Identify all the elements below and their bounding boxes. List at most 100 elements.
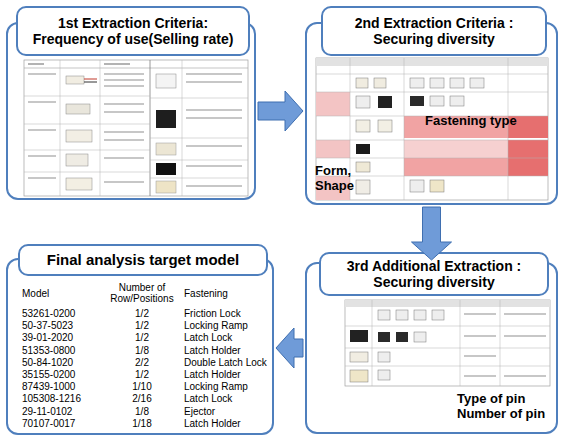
thumbnail-table: [460, 300, 461, 386]
thumbnail-table: [316, 74, 548, 75]
connector-thumbnail: [504, 375, 546, 377]
connector-thumbnail: [414, 310, 426, 320]
table-cell: 1/2: [102, 320, 182, 331]
panel-annotation: Type of pin Number of pin: [457, 392, 561, 422]
table-cell: Latch Holder: [184, 345, 274, 356]
connector-thumbnail: [350, 310, 546, 382]
connector-thumbnail: [378, 332, 390, 342]
tiny-text-placeholder: [104, 139, 144, 141]
table-cell: 39-01-2020: [22, 332, 102, 343]
connector-thumbnail: [378, 310, 390, 320]
thumbnail-table: [508, 140, 548, 158]
thumbnail-table: [24, 96, 150, 97]
flow-arrow: [276, 328, 303, 368]
connector-thumbnail: [156, 163, 176, 175]
table-cell: 35155-0200: [22, 369, 102, 380]
tiny-text-placeholder: [28, 73, 56, 75]
connector-thumbnail: [504, 313, 546, 315]
connector-thumbnail: [430, 78, 444, 88]
table-cell: Latch Lock: [184, 393, 274, 404]
thumbnail-table: [345, 366, 550, 367]
connector-thumbnail: [66, 130, 92, 142]
connector-thumbnail: [378, 370, 390, 380]
tiny-text-placeholder: [104, 103, 144, 105]
connector-thumbnail: [66, 76, 84, 84]
tiny-text-placeholder: [186, 81, 242, 83]
thumbnail-table: [150, 98, 248, 99]
thumbnail-table: [404, 58, 405, 200]
connector-thumbnail: [156, 143, 176, 155]
thumbnail-table: [316, 140, 548, 141]
thumbnail-table: [24, 172, 150, 173]
tiny-text-placeholder: [186, 185, 242, 187]
table-cell: Latch Holder: [184, 369, 274, 380]
connector-thumbnail: [356, 78, 368, 88]
thumbnail-table: [345, 300, 550, 386]
thumbnail-table: [345, 326, 550, 327]
table-cell: Locking Ramp: [184, 320, 274, 331]
table-cell: Ejector: [184, 406, 274, 417]
table-cell: 1/8: [102, 406, 182, 417]
panel-heading: 3rd Additional Extraction : Securing div…: [319, 252, 549, 296]
thumbnail-table: [345, 348, 550, 349]
table-cell: 1/18: [102, 418, 182, 429]
table-cell: 2/16: [102, 393, 182, 404]
table-cell: Double Latch Lock: [184, 357, 274, 368]
table-cell: 29-11-0102: [22, 406, 102, 417]
connector-thumbnail: [350, 352, 368, 362]
table-cell: 1/2: [102, 332, 182, 343]
connector-thumbnail: [356, 180, 370, 194]
table-cell: Friction Lock: [184, 308, 274, 319]
thumbnail-table: [150, 178, 248, 179]
connector-thumbnail: [410, 78, 424, 88]
thumbnail-table: [24, 60, 248, 196]
connector-thumbnail: [464, 335, 496, 337]
tiny-text-placeholder: [28, 63, 44, 65]
tiny-text-placeholder: [104, 73, 144, 75]
tiny-text-placeholder: [104, 157, 144, 159]
connector-thumbnail: [350, 330, 368, 342]
connector-thumbnail: [84, 79, 97, 80]
table-cell: 53261-0200: [22, 308, 102, 319]
tiny-text-placeholder: [104, 79, 144, 81]
connector-thumbnail: [84, 82, 97, 83]
tiny-text-placeholder: [104, 85, 144, 87]
thumbnail-table: [150, 138, 248, 139]
connector-thumbnail: [464, 313, 496, 315]
thumbnail-table: [182, 60, 183, 196]
table-cell: 1/8: [102, 345, 182, 356]
process-panel: Final analysis target modelModelNumber o…: [6, 258, 274, 435]
table-header: Number of Row/Positions: [102, 282, 182, 304]
connector-thumbnail: [356, 120, 370, 132]
table-cell: Latch Lock: [184, 332, 274, 343]
tiny-text-placeholder: [104, 63, 130, 65]
table-cell: 105308-1216: [22, 393, 102, 404]
connector-thumbnail: [374, 78, 386, 88]
tiny-text-placeholder: [28, 64, 242, 186]
tiny-text-placeholder: [186, 117, 242, 119]
connector-thumbnail: [66, 74, 176, 193]
thumbnail-table: [100, 60, 101, 196]
connector-thumbnail: [396, 332, 408, 342]
connector-thumbnail: [430, 96, 444, 106]
connector-thumbnail: [156, 181, 176, 193]
connector-thumbnail: [504, 335, 546, 337]
tiny-text-placeholder: [186, 109, 242, 111]
connector-thumbnail: [430, 180, 444, 192]
model-table: ModelNumber of Row/PositionsFastening532…: [22, 282, 270, 432]
connector-thumbnail: [464, 355, 496, 357]
thumbnail-table: [24, 124, 150, 125]
table-header: Fastening: [184, 288, 274, 299]
thumbnail-table: [150, 60, 151, 196]
thumbnail-table: [316, 92, 548, 93]
tiny-text-placeholder: [104, 111, 144, 113]
panel-heading: 1st Extraction Criteria: Frequency of us…: [16, 6, 250, 56]
table-header: Model: [22, 288, 102, 299]
tiny-text-placeholder: [28, 129, 56, 131]
table-cell: 2/2: [102, 357, 182, 368]
process-panel: 2nd Extraction Criteria : Securing diver…: [305, 22, 558, 205]
connector-thumbnail: [396, 310, 408, 320]
table-cell: 70107-0017: [22, 418, 102, 429]
process-panel: 3rd Additional Extraction : Securing div…: [305, 262, 558, 434]
